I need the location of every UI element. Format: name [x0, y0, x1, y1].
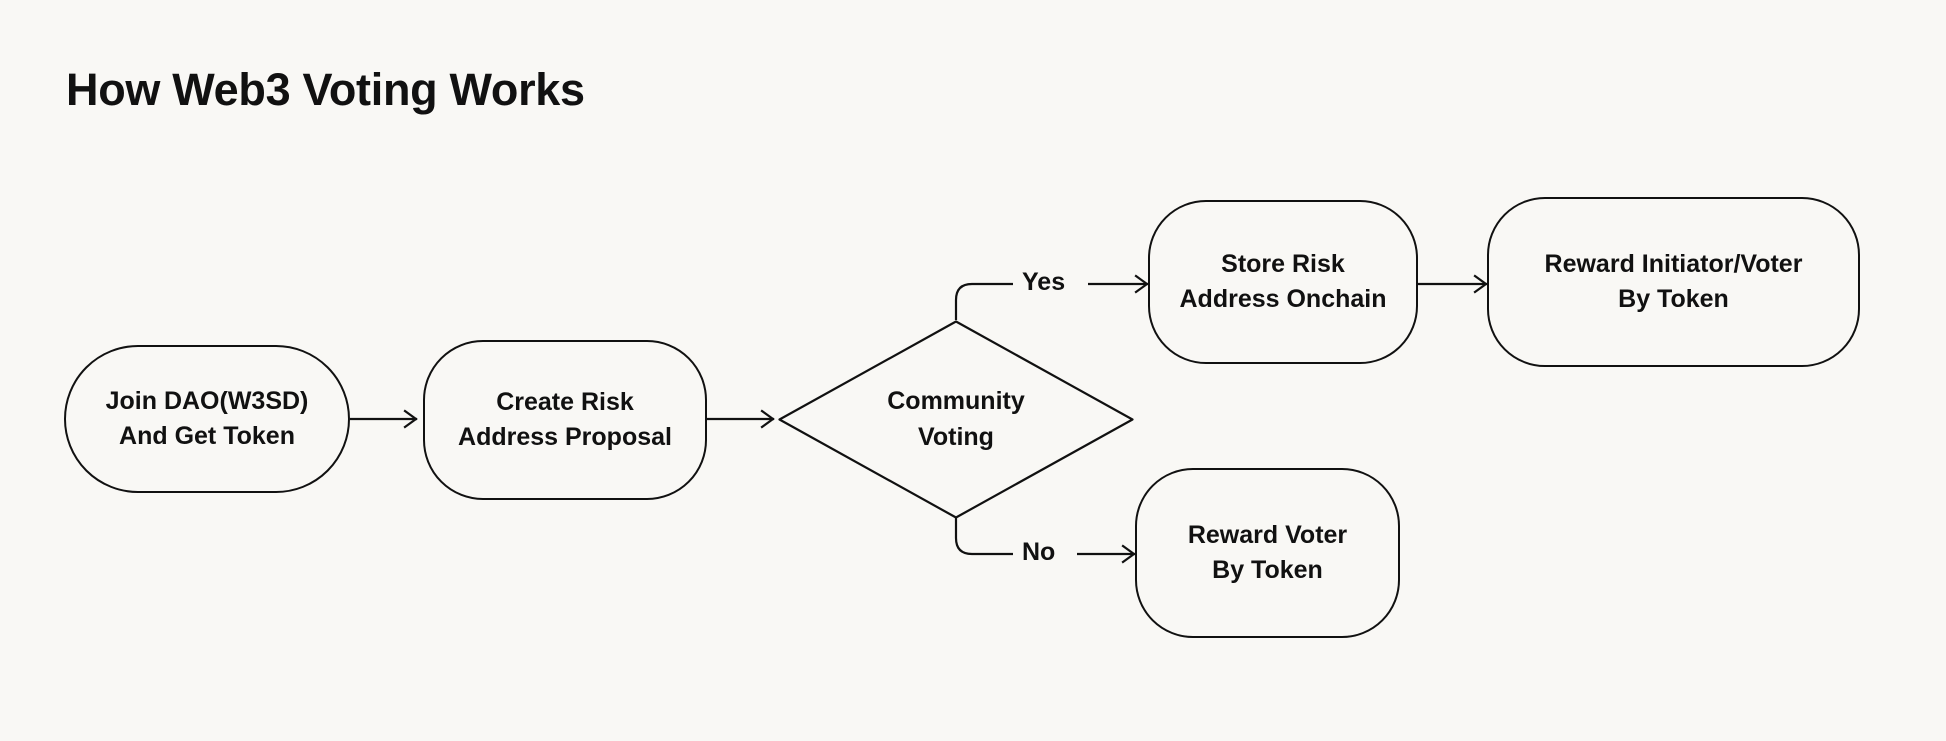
node-create-proposal-line1: Create Risk [496, 387, 634, 416]
node-store-risk-address-line1: Store Risk [1221, 249, 1345, 278]
edge-create-proposal-to-community-voting [707, 409, 775, 429]
node-store-risk-address-line2: Address Onchain [1179, 285, 1387, 313]
node-join-dao-line2: And Get Token [119, 422, 295, 450]
edge-label-no: No [1022, 538, 1056, 566]
node-create-proposal[interactable]: Create Risk Address Proposal [423, 340, 707, 500]
node-reward-initiator-voter-line1: Reward Initiator/Voter [1544, 249, 1803, 278]
node-create-proposal-line2: Address Proposal [458, 423, 672, 451]
node-reward-voter[interactable]: Reward Voter By Token [1135, 468, 1400, 638]
page-title: How Web3 Voting Works [66, 64, 585, 115]
node-store-risk-address[interactable]: Store Risk Address Onchain [1148, 200, 1418, 364]
edge-label-yes: Yes [1022, 268, 1066, 296]
edge-community-voting-no-to-reward-voter [954, 518, 1136, 564]
node-join-dao[interactable]: Join DAO(W3SD) And Get Token [64, 345, 350, 493]
node-reward-initiator-voter[interactable]: Reward Initiator/Voter By Token [1487, 197, 1860, 367]
node-join-dao-line1: Join DAO(W3SD) [105, 386, 309, 415]
node-reward-initiator-voter-line2: By Token [1618, 285, 1729, 313]
node-community-voting[interactable]: Community Voting [778, 320, 1134, 519]
edge-join-dao-to-create-proposal [350, 409, 418, 429]
edge-store-risk-address-to-reward-initiator-voter [1418, 274, 1488, 294]
diamond-shape [778, 320, 1134, 519]
node-reward-voter-line1: Reward Voter [1187, 520, 1348, 549]
edge-community-voting-yes-to-store-risk-address [954, 274, 1149, 320]
node-reward-voter-line2: By Token [1212, 556, 1323, 584]
